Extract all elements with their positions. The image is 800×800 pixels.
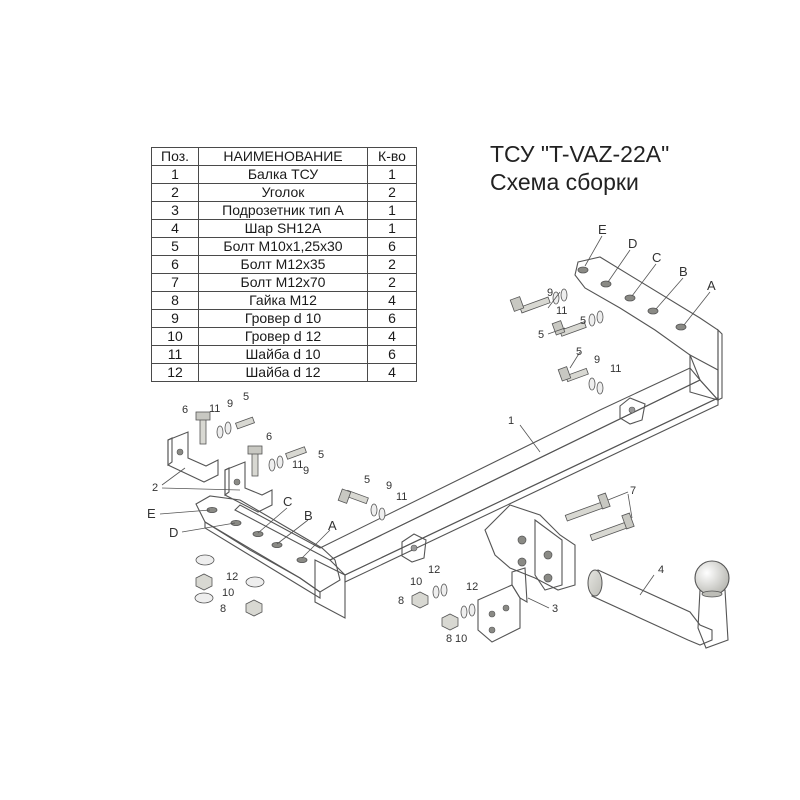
callout-9-a: 9 [547, 287, 553, 299]
cell-quantity: 4 [367, 327, 417, 346]
callout-6-b: 6 [266, 431, 272, 443]
callout-11-a: 11 [556, 305, 567, 317]
callout-3: 3 [552, 603, 558, 615]
leader-lines [159, 235, 711, 609]
title-block: ТСУ "T-VAZ-22A" Схема сборки [490, 140, 669, 196]
main-beam [234, 353, 719, 619]
hole-label-c-left: C [283, 494, 292, 509]
callout-11-b: 11 [610, 363, 621, 375]
hole-labels-right: E D C B A [598, 222, 716, 293]
hole-label-d-right: D [628, 236, 637, 251]
callout-5-f: 5 [364, 474, 370, 486]
position-callouts: 1 2 3 4 5 5 5 5 5 5 6 6 7 8 8 8 9 9 9 9 … [152, 287, 664, 645]
callout-2: 2 [152, 482, 158, 494]
callout-9-c: 9 [227, 398, 233, 410]
callout-1: 1 [508, 415, 514, 427]
callout-12-a: 12 [226, 571, 238, 583]
callout-7: 7 [630, 485, 636, 497]
callout-8-b: 8 [398, 595, 404, 607]
tow-ball [587, 560, 730, 649]
callout-6-a: 6 [182, 404, 188, 416]
cell-quantity: 4 [367, 363, 417, 382]
ball-mount-plate [484, 504, 576, 591]
hole-label-b-right: B [679, 264, 688, 279]
hole-label-d-left: D [169, 525, 178, 540]
callout-9-b: 9 [594, 354, 600, 366]
hole-label-a-left: A [328, 518, 337, 533]
callout-11-d: 11 [292, 459, 303, 471]
callout-9-e: 9 [386, 480, 392, 492]
hole-label-a-right: A [707, 278, 716, 293]
hole-label-b-left: B [304, 508, 313, 523]
cell-quantity: 2 [367, 183, 417, 202]
hole-labels-left: E D C B A [147, 494, 337, 540]
callout-5-d: 5 [243, 391, 249, 403]
callout-5-b: 5 [580, 315, 586, 327]
hole-label-e-right: E [598, 222, 607, 237]
callout-8-a: 8 [220, 603, 226, 615]
callout-8-c: 8 [446, 633, 452, 645]
angle-brackets [167, 431, 273, 513]
hole-label-c-right: C [652, 250, 661, 265]
callout-5-c: 5 [576, 346, 582, 358]
right-bracket-plate [574, 256, 723, 401]
drawing-title: ТСУ "T-VAZ-22A" [490, 141, 670, 167]
callout-10-b: 10 [410, 576, 422, 588]
socket-bracket [477, 567, 528, 643]
callout-10-a: 10 [222, 587, 234, 599]
callout-11-c: 11 [209, 403, 220, 415]
callout-5-e: 5 [318, 449, 324, 461]
cell-name: Шайба d 12 [198, 363, 368, 382]
callout-4: 4 [658, 564, 664, 576]
left-bracket-plate [195, 495, 341, 599]
drawing-subtitle: Схема сборки [490, 169, 639, 195]
hole-label-e-left: E [147, 506, 156, 521]
cell-name: Болт М10х1,25х30 [198, 237, 368, 256]
callout-9-d: 9 [303, 465, 309, 477]
callout-12-c: 12 [466, 581, 478, 593]
callout-11-e: 11 [396, 491, 407, 503]
callout-12-b: 12 [428, 564, 440, 576]
callout-5-a: 5 [538, 329, 544, 341]
callout-10-c: 10 [455, 633, 467, 645]
cell-position: 10 [151, 327, 199, 346]
